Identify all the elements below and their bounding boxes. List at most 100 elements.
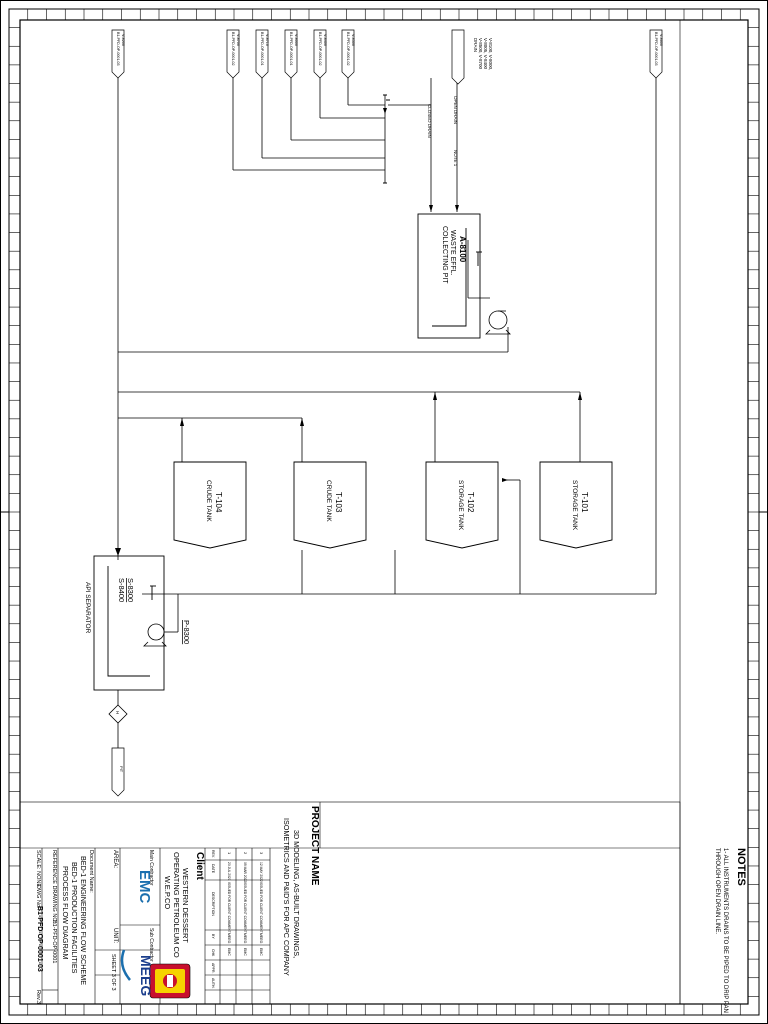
rev-row2-chk: EMC [243,948,247,956]
rev-row1-date: 20 JUL 2021 [227,862,231,881]
tank-tag-2: T-102 [466,492,475,513]
offpage-ref-3: B1-PFD-OP-0001-01 [260,32,264,66]
meeg-logo-text: MEEG [138,955,154,996]
rev-row1-rev: 1 [227,852,232,855]
offpage-from-6: V-8500 [351,34,355,46]
doc-line2: BED-1 PRODUCTION FACILITIES [70,862,79,974]
note-ref-label: NOTE 1 [453,150,458,167]
waste-pit-line2: COLLECTING PIT [441,226,448,284]
api-label: API SEPARATOR [84,582,91,634]
client-line2: OPERATING PETROLEUM CO [172,852,181,958]
unit-label: UNIT: [112,928,118,943]
process-lines [117,60,657,748]
notes-line2: THROUGH OPEN DRAIN LINE. [714,848,720,934]
header-end-marks [383,94,390,184]
notes-heading: NOTES [735,848,747,886]
offpage-ref-1: B1-PFD-OP-0001-03 [116,32,120,66]
rev-number: Rev.3 [35,990,41,1004]
tank-label-3: CRUDE TANK [325,480,332,522]
dwg-number: B1-PFD-OP-0001-03 [36,906,43,972]
rev-row2-desc: ISSUED FOR CLIENT COMMENT [243,882,247,933]
border-ticks [8,8,760,1016]
project-line1: 3D MODELING, AS-BUILT DRAWINGS, [292,830,301,958]
api-tag2: S-8400 [117,578,126,602]
client-line1: WESTERN DESSERT [181,868,190,943]
doc-line1: BED-1 ENGINEERING FLOW SCHEME [79,856,88,985]
offpage-from-7: V-8600 [659,34,663,46]
valve-diamond-icon [108,704,128,724]
offpage-from-2: V-8700 [236,34,240,46]
rev-row3-rev: 3 [259,852,264,855]
offpage-from-5: V-8400 [323,34,327,46]
rev-header-desc: DESCRIPTION [211,892,215,916]
drain-label-3: V-8500, V-8700 [478,38,483,70]
pit-outlet-label: PIT [119,766,124,773]
rev-row1-desc: ISSUED FOR CLIENT COMMENT [227,882,231,933]
multi-drain-connector [451,29,465,85]
offpage-from-1: V-8200 [121,34,125,46]
client-logo [149,963,191,999]
client-heading: Client [194,852,205,880]
rev-header-rev: REV. [211,850,215,858]
project-line2: ISOMETRICS AND P&ID'S FOR APC COMPANY [282,818,291,976]
pit-outlet-connector [111,747,125,797]
area-label: AREA: [112,850,118,868]
rev-header-date: DATE [211,864,215,874]
tank-label-4: CRUDE TANK [205,480,212,522]
offpage-ref-5: B1-PFD-OP-0001-02 [318,32,322,66]
rev-row2-rev: 2 [243,852,248,855]
rev-header-by: BY [211,934,215,939]
rev-row1-chk: EMC [227,948,231,956]
offpage-ref-4: B1-PFD-OP-0001-01 [289,32,293,66]
title-block [19,801,681,1005]
pit-pump-icon [485,310,511,335]
rev-row2-by: MEEG [243,933,247,944]
flow-arrows [115,108,582,556]
separator-pump-icon [143,623,167,647]
rev-row3-date: 12 MAY 2022 [259,862,263,882]
pump-tag: P-8300 [182,620,191,644]
api-tag1: S-8300 [126,578,135,602]
drain-label-1: V-8100, V-8000, [488,38,493,70]
offpage-ref-2: B1-PFD-OP-0001-02 [231,32,235,66]
waste-pit-tag: A-8100 [458,236,467,263]
drain-label-4: DRAIN [473,38,478,52]
document-name-label: Document Name: [88,850,94,893]
reference-value: B1-PFD-OP-0001 [51,920,57,963]
notes-section: NOTES 1- ALL INSTRUMENTS DRAINS TO BE PI… [679,20,747,1013]
dwg-label: DWG No.: [35,885,41,911]
main-contractor-label: Main Contractor [148,850,154,886]
sheet-number: SHEET 3 OF 3 [110,954,116,991]
tank-tag-4: T-104 [214,492,223,513]
offpage-from-3: V-8710 [265,34,269,46]
waste-pit-a8100 [417,213,482,339]
rev-row3-chk: EMC [259,948,263,956]
doc-line3: PROCESS FLOW DIAGRAM [61,866,70,959]
emc-logo: EMC [136,870,153,904]
api-separator [93,555,165,691]
rev-header-chk: CHK [211,949,215,957]
client-line3: W.E.P.CO [163,876,172,909]
tank-label-2: STORAGE TANK [457,480,464,531]
closed-drain-label: CLOSED DRAIN [427,104,432,138]
rev-row3-desc: ISSUED FOR CLIENT COMMENT [259,882,263,933]
waste-pit-line1: WASTE EFFL. [449,230,456,276]
tank-tag-3: T-103 [334,492,343,513]
tank-tag-1: T-101 [580,492,589,513]
notes-line1: 1- ALL INSTRUMENTS DRAINS TO BE PIPED TO… [722,848,728,1013]
offpage-ref-6: B1-PFD-OP-0001-02 [346,32,350,66]
valve-mark: H [115,711,120,714]
